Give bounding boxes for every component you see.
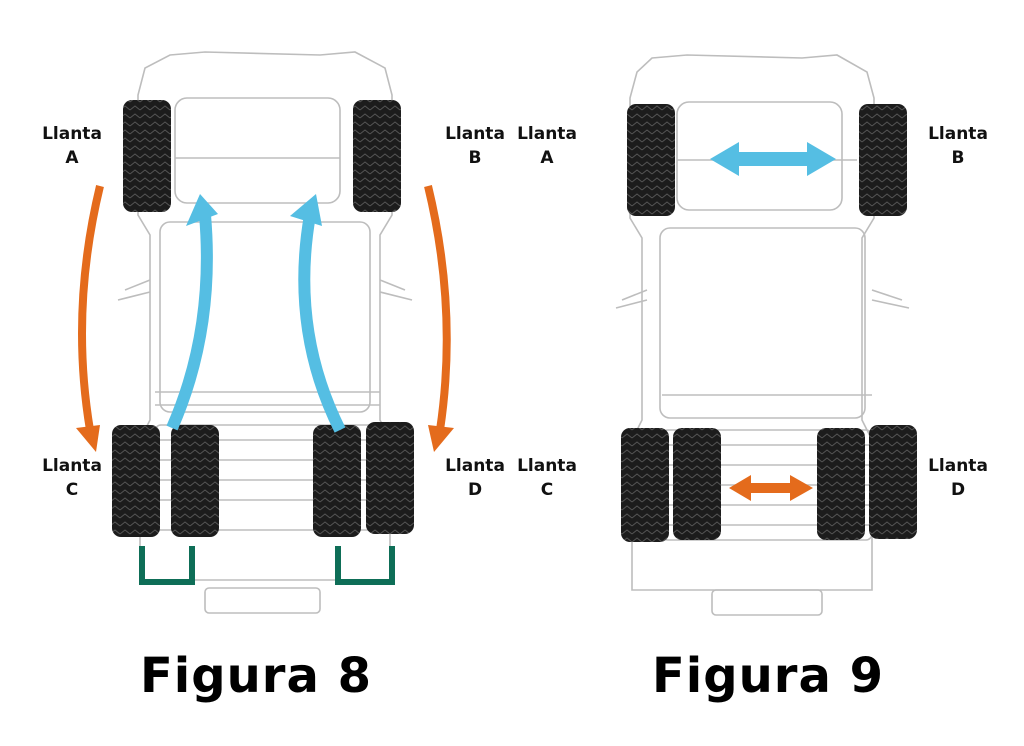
truck-diagram-fig9: [615, 54, 917, 616]
blue-arrow-right: [298, 213, 346, 433]
truck-diagram-fig8: [76, 51, 454, 614]
orange-arrow-left: [78, 185, 104, 431]
orange-arrow-right: [424, 185, 451, 431]
orange-arrowhead-left: [76, 425, 100, 452]
tire-rear-right-outer: [366, 422, 414, 534]
orange-double-arrow: [729, 475, 813, 501]
tire-rear-left-inner: [673, 428, 721, 540]
orange-arrowhead-right: [428, 425, 454, 452]
tire-rear-right-inner: [313, 425, 361, 537]
tire-rear-left-outer: [112, 425, 160, 537]
tire-rear-left-outer: [621, 428, 669, 542]
tire-rear-right-outer: [869, 425, 917, 539]
blue-arrowhead-right: [290, 194, 322, 226]
blue-double-arrow: [710, 142, 836, 176]
tire-rear-right-inner: [817, 428, 865, 540]
figure-caption: Figura 8: [140, 648, 372, 704]
tire-rear-left-inner: [171, 425, 219, 537]
blue-arrow-left: [166, 214, 213, 431]
green-bracket-right: [335, 546, 395, 585]
tire-front-left: [627, 104, 675, 216]
green-bracket-left: [139, 546, 195, 585]
tire-front-right: [353, 100, 401, 212]
figure-caption: Figura 9: [652, 648, 884, 704]
blue-arrowhead-left: [186, 194, 218, 226]
tire-front-left: [123, 100, 171, 212]
tire-front-right: [859, 104, 907, 216]
